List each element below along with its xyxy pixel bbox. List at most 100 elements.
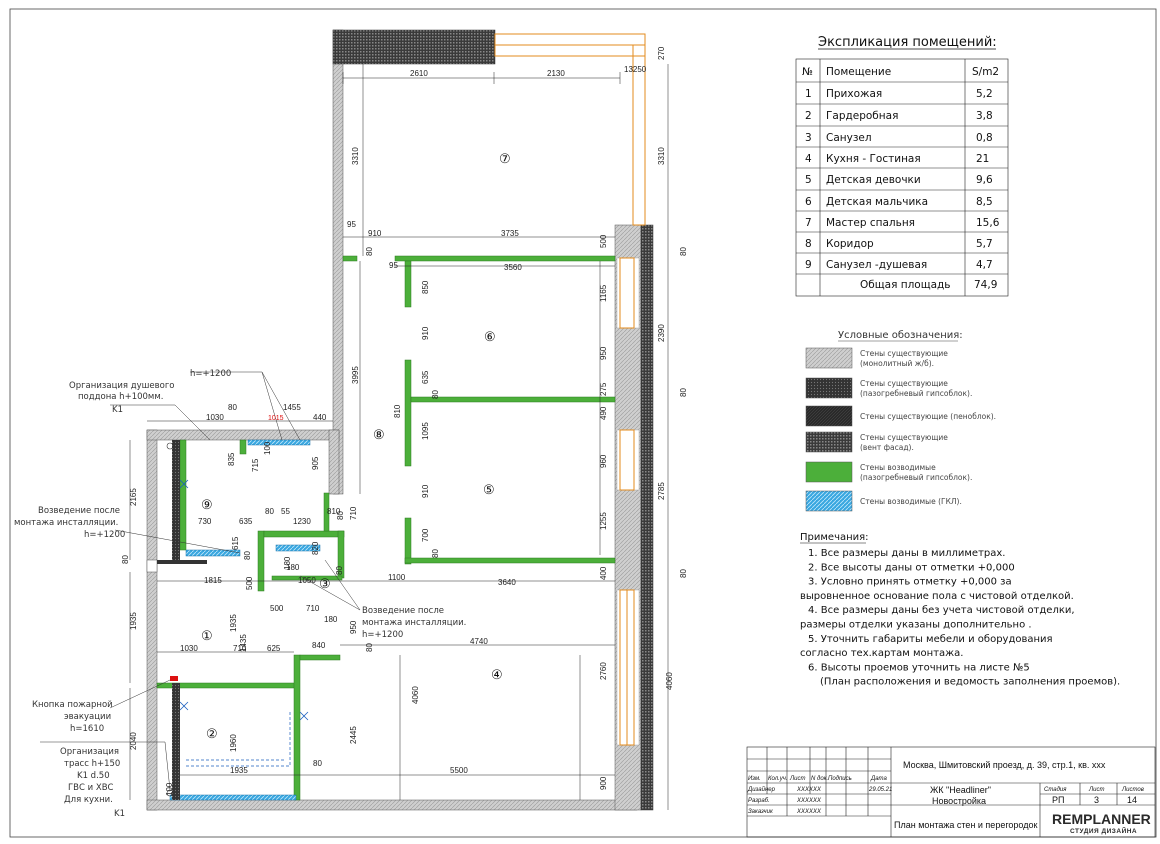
- svg-text:Разраб.: Разраб.: [748, 798, 770, 804]
- svg-text:2165: 2165: [129, 488, 138, 506]
- room-4-label: ④: [491, 667, 503, 682]
- svg-text:XXXXXX: XXXXXX: [796, 798, 822, 804]
- svg-text:4060: 4060: [665, 672, 674, 690]
- svg-text:910: 910: [368, 229, 382, 238]
- svg-text:1815: 1815: [204, 576, 222, 585]
- svg-text:80: 80: [121, 555, 130, 564]
- note-line: 3. Условно принять отметку +0,000 за: [808, 577, 1012, 588]
- svg-text:80: 80: [679, 247, 688, 256]
- svg-text:1095: 1095: [421, 422, 430, 440]
- callout-shower-b: поддона h+100мм.: [78, 392, 163, 402]
- table-cell: 21: [976, 153, 989, 165]
- svg-text:730: 730: [198, 517, 212, 526]
- notes: Примечания: 1. Все размеры даны в миллим…: [800, 532, 1120, 688]
- svg-text:710: 710: [349, 506, 358, 520]
- svg-text:960: 960: [599, 454, 608, 468]
- table-cell: 9: [805, 259, 812, 271]
- svg-text:Листов: Листов: [1121, 787, 1144, 793]
- legend: Условные обозначения: Стены существующие…: [805, 330, 996, 512]
- table-cell: 7: [805, 217, 812, 229]
- table-cell: 1: [805, 88, 812, 100]
- svg-text:80: 80: [335, 566, 344, 575]
- svg-text:Изм.: Изм.: [748, 776, 761, 782]
- callout-shower-a: Организация душевого: [69, 381, 175, 391]
- table-cell: Детская девочки: [826, 174, 921, 186]
- notes-title: Примечания:: [800, 532, 869, 543]
- legend-label: Стены существующие (пеноблок).: [860, 412, 996, 421]
- svg-text:Заказчик: Заказчик: [748, 809, 774, 815]
- table-cell: 2: [805, 110, 812, 122]
- svg-text:3560: 3560: [504, 263, 522, 272]
- callout-erect-c: h=+1200: [84, 530, 125, 540]
- svg-text:635: 635: [421, 370, 430, 384]
- svg-text:3640: 3640: [498, 578, 516, 587]
- svg-text:1935: 1935: [229, 614, 238, 632]
- room-5-label: ⑤: [483, 482, 495, 497]
- table-cell: Мастер спальня: [826, 217, 915, 229]
- table-cell: 6: [805, 196, 812, 208]
- svg-text:Дизайнер: Дизайнер: [747, 786, 776, 793]
- svg-text:950: 950: [599, 346, 608, 360]
- svg-text:2610: 2610: [410, 69, 428, 78]
- legend-title: Условные обозначения:: [838, 330, 963, 341]
- table-cell: 8: [805, 238, 812, 250]
- note-line: 2. Все высоты даны от отметки +0,000: [808, 562, 1015, 573]
- plan-dimensions: 2610 2130 13250 910 3735 95 3560 95 1100…: [180, 65, 647, 775]
- svg-text:Стадия: Стадия: [1044, 787, 1067, 793]
- svg-text:1935: 1935: [230, 766, 248, 775]
- table-cell: 0,8: [976, 132, 993, 144]
- svg-text:910: 910: [421, 326, 430, 340]
- table-cell: 3: [805, 132, 812, 144]
- brand-logo: REMPLANNER: [1052, 811, 1151, 827]
- svg-text:55: 55: [281, 507, 290, 516]
- svg-text:3310: 3310: [657, 147, 666, 165]
- svg-text:2040: 2040: [129, 732, 138, 750]
- legend-swatch-gkl: [805, 490, 853, 512]
- table-cell: 9,6: [976, 174, 993, 186]
- svg-text:910: 910: [421, 484, 430, 498]
- svg-text:29.05.21: 29.05.21: [868, 787, 892, 793]
- svg-text:Кол.уч.: Кол.уч.: [768, 776, 788, 782]
- table-cell: Коридор: [826, 238, 874, 250]
- svg-text:1030: 1030: [206, 413, 224, 422]
- legend-swatch-new: [805, 461, 853, 483]
- svg-text:Лист: Лист: [789, 776, 805, 782]
- svg-text:80: 80: [679, 569, 688, 578]
- table-cell: 5,2: [976, 88, 993, 100]
- svg-text:80: 80: [313, 759, 322, 768]
- table-cell: Санузел -душевая: [826, 259, 927, 271]
- room-2-label: ②: [206, 726, 218, 741]
- svg-text:710: 710: [306, 604, 320, 613]
- svg-text:80: 80: [431, 549, 440, 558]
- callout-fire-c: h=1610: [70, 724, 104, 734]
- floor-plan: ⑦ ⑥ ⑧ ⑤ ⑨ ③ ① ② ④ Организация душевого п…: [14, 29, 669, 819]
- svg-text:4060: 4060: [411, 686, 420, 704]
- legend-label: (монолитный ж/б).: [860, 359, 934, 368]
- svg-text:500: 500: [245, 576, 254, 590]
- callout-k1-bot: K1: [114, 809, 125, 819]
- table-cell: 5,7: [976, 238, 993, 250]
- svg-text:1255: 1255: [599, 512, 608, 530]
- total-area-value: 74,9: [974, 279, 997, 291]
- svg-text:1230: 1230: [293, 517, 311, 526]
- explication-title: Экспликация помещений:: [818, 35, 997, 50]
- svg-text:490: 490: [599, 406, 608, 420]
- building-type: Новостройка: [932, 796, 986, 806]
- note-line: размеры отделки указаны дополнительно .: [800, 620, 1032, 631]
- svg-text:Подпись: Подпись: [828, 776, 852, 782]
- svg-text:80: 80: [679, 388, 688, 397]
- callout-h1200-top: h=+1200: [190, 369, 231, 379]
- sheet-border: [9, 8, 1157, 838]
- svg-text:3735: 3735: [501, 229, 519, 238]
- title-block: [746, 746, 1156, 838]
- svg-text:100: 100: [165, 782, 174, 796]
- callout-k1-top: K1: [112, 405, 123, 415]
- svg-text:XXXXXX: XXXXXX: [796, 787, 822, 793]
- svg-text:95: 95: [389, 261, 398, 270]
- svg-text:2390: 2390: [657, 324, 666, 342]
- svg-text:2760: 2760: [599, 662, 608, 680]
- callout-erect2-c: h=+1200: [362, 630, 403, 640]
- svg-text:2130: 2130: [547, 69, 565, 78]
- table-header-cell: Помещение: [826, 66, 891, 78]
